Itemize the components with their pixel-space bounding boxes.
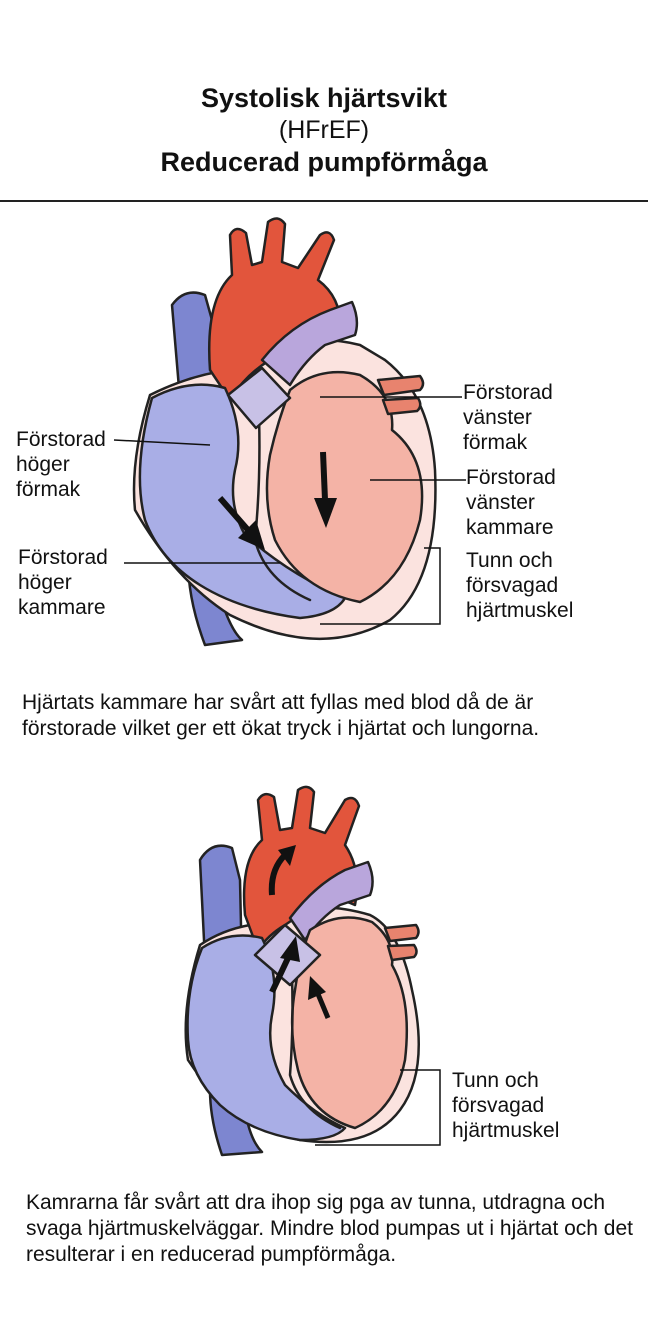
label-left-atrium: Förstorad vänster förmak — [463, 381, 553, 454]
page-subtitle: (HFrEF) — [278, 116, 370, 144]
heart-diagram-enlarged — [113, 217, 466, 647]
title-block: Systolisk hjärtsvikt (HFrEF) Reducerad p… — [0, 82, 648, 179]
pulmonary-artery — [288, 860, 374, 942]
pulmonary-vein — [386, 943, 418, 962]
leader-bracket — [320, 547, 441, 625]
pulmonary-vein — [383, 923, 420, 943]
label-right-ventricle: Förstorad höger kammare — [18, 546, 108, 619]
pulmonary-vein — [376, 374, 425, 397]
caption-figure2: Kamrarna får svårt att dra ihop sig pga … — [26, 1191, 634, 1266]
page-tagline: Reducerad pumpförmåga — [160, 147, 488, 177]
left-heart-chamber — [265, 370, 424, 604]
caption-figure1: Hjärtats kammare har svårt att fyllas me… — [22, 691, 540, 740]
pulmonary-artery — [260, 300, 359, 387]
label-right-atrium: Förstorad höger förmak — [16, 428, 106, 501]
aortic-valve — [226, 366, 292, 430]
flow-arrow — [308, 976, 331, 1019]
flow-arrow — [268, 845, 296, 896]
heart-diagram-contraction — [184, 785, 441, 1157]
label-muscle: Tunn och försvagad hjärtmuskel — [466, 549, 574, 622]
leader-line — [113, 439, 211, 446]
label-muscle-2: Tunn och försvagad hjärtmuskel — [452, 1069, 560, 1142]
flow-arrow — [217, 496, 265, 550]
flow-arrow — [314, 451, 337, 528]
header-divider — [0, 200, 648, 202]
page-title: Systolisk hjärtsvikt — [200, 83, 448, 113]
label-left-ventricle: Förstorad vänster kammare — [466, 466, 556, 539]
pulmonary-vein — [381, 396, 422, 416]
flow-arrow — [269, 936, 300, 994]
leader-bracket — [315, 1069, 441, 1146]
